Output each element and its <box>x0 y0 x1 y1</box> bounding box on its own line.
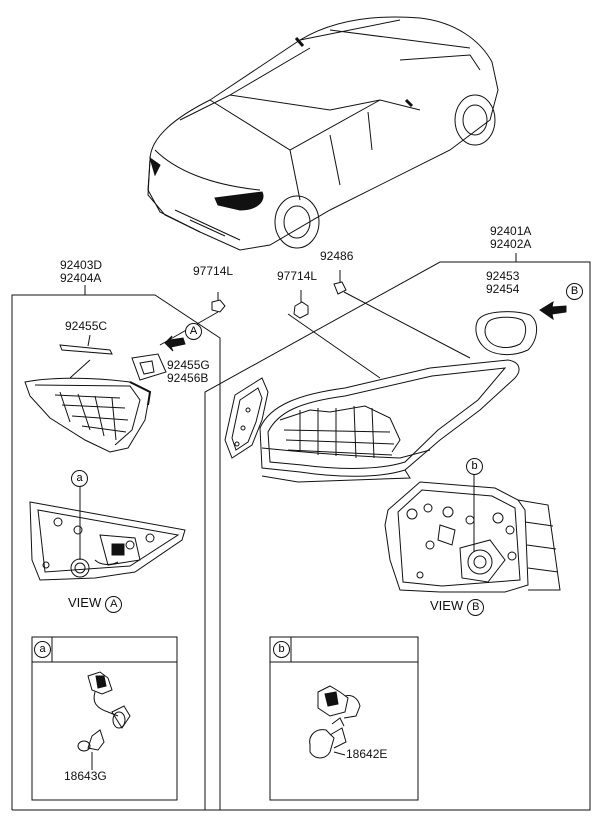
car-illustration <box>147 16 499 251</box>
arrow-a <box>164 335 186 352</box>
label-92401a: 92401A <box>490 224 532 238</box>
right-assembly-frame <box>204 253 591 811</box>
label-92456b: 92456B <box>167 371 209 385</box>
gasket-92453 <box>475 311 537 356</box>
label-92455g: 92455G <box>167 358 210 372</box>
label-92402a: 92402A <box>490 237 532 251</box>
label-92404a: 92404A <box>60 271 102 285</box>
view-b-word: VIEW <box>430 598 464 613</box>
nut-97714l-right <box>287 290 381 379</box>
outer-lamp-gasket <box>224 377 269 459</box>
label-97714l-left: 97714L <box>193 264 234 278</box>
inner-lamp-assembly <box>24 359 152 453</box>
label-92454: 92454 <box>486 282 520 296</box>
pad-92455g <box>131 353 167 381</box>
garnish-92455c <box>59 334 113 355</box>
label-92455c: 92455C <box>65 319 108 333</box>
view-b-letter: B <box>467 599 485 616</box>
label-18643g: 18643G <box>64 769 107 783</box>
arrow-b <box>539 300 567 321</box>
clip-92486 <box>333 270 471 359</box>
view-b-drawing <box>384 474 561 593</box>
label-18642e: 18642E <box>346 747 388 761</box>
callout-socket-a: a <box>71 470 88 487</box>
box-b-tag: b <box>273 641 290 658</box>
left-assembly-frame <box>11 285 221 811</box>
callout-socket-b: b <box>466 458 483 475</box>
label-97714l-right: 97714L <box>277 269 318 283</box>
box-a <box>31 636 178 801</box>
view-a-word: VIEW <box>68 595 102 610</box>
label-92453: 92453 <box>486 269 520 283</box>
box-a-tag: a <box>34 641 51 658</box>
box-b <box>269 636 419 801</box>
callout-arrow-b: B <box>566 283 583 300</box>
label-92486: 92486 <box>320 249 354 263</box>
label-92403d: 92403D <box>60 258 103 272</box>
view-a-drawing <box>29 486 186 581</box>
callout-arrow-a: A <box>185 323 202 340</box>
view-a-letter: A <box>105 596 123 613</box>
outer-lamp-assembly <box>259 359 520 483</box>
